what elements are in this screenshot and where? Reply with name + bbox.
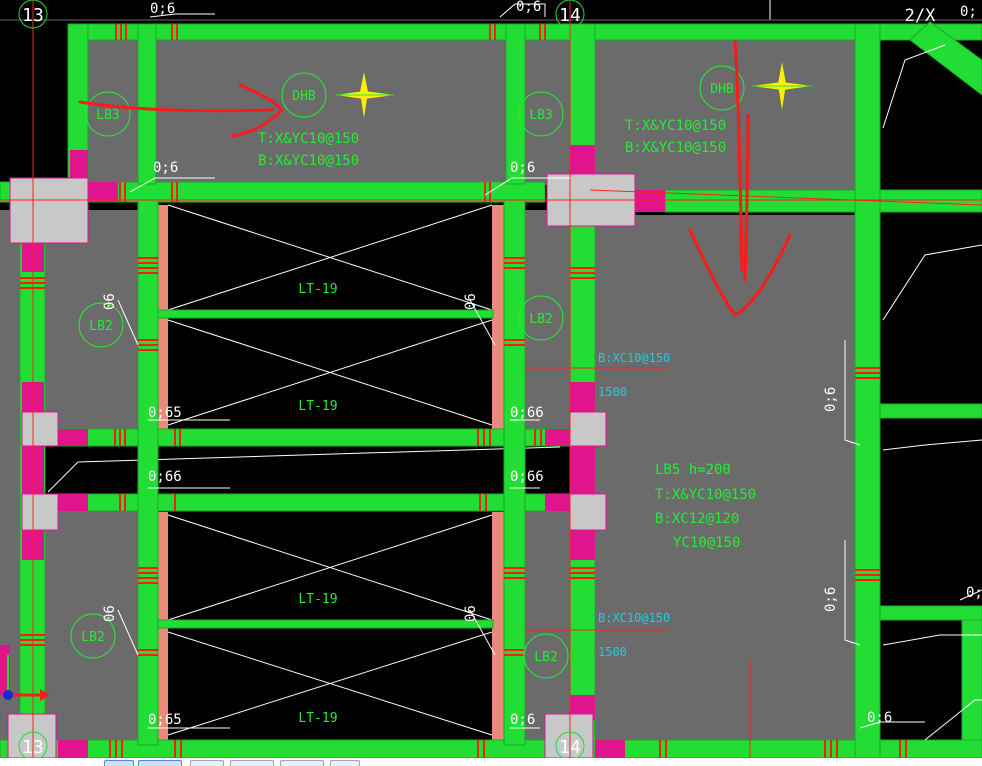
compass-marker-left <box>336 72 394 118</box>
layout-tab-6[interactable] <box>330 760 360 766</box>
layout-tab-2[interactable] <box>138 760 182 766</box>
axis-label-2x: 2/X <box>905 6 936 26</box>
slab-tag-dhb-right: DHB <box>710 82 734 97</box>
axis-bubble-13-bottom: 13 <box>18 731 48 761</box>
dim-edge-right: 0; <box>966 585 982 601</box>
axis-label-14: 14 <box>559 5 581 26</box>
rebar-note-upper-len: 1500 <box>598 385 627 399</box>
dim-06-lower-right: 0;6 <box>510 712 535 728</box>
magenta-segments <box>0 145 665 758</box>
axis-bubble-2x: 2/X <box>905 6 936 26</box>
layout-tab-5[interactable] <box>280 760 324 766</box>
dim-right-bottom: 0;6 <box>867 710 892 726</box>
slab-note-top-right-b: B:X&YC10@150 <box>625 140 726 156</box>
dim-vertical-right-upper: 0;6 <box>823 387 839 412</box>
dim-vertical-upper-mid: 06 <box>463 293 479 310</box>
axis-bubble-13-top: 13 <box>18 0 48 29</box>
slab-tag-dhb-left: DHB <box>292 89 316 104</box>
dim-vertical-upper-left: 06 <box>102 293 118 310</box>
slab-tags <box>70 65 745 679</box>
dim-vertical-lower-mid: 06 <box>463 605 479 622</box>
lb5-line-4: YC10@150 <box>673 535 740 551</box>
stair-label-3: LT-19 <box>298 592 337 607</box>
dim-065-upper-left: 0;65 <box>148 405 182 421</box>
axis-label-13: 13 <box>22 5 44 26</box>
dim-beam-mid: 0;6 <box>510 160 535 176</box>
layout-tab-3[interactable] <box>190 760 224 766</box>
dimension-leaders <box>0 0 982 741</box>
stair-label-2: LT-19 <box>298 399 337 414</box>
slab-tag-lb3-left: LB3 <box>96 108 119 123</box>
slab-note-top-left-b: B:X&YC10@150 <box>258 153 359 169</box>
ucs-axis-icon <box>3 655 50 701</box>
rebar-marks <box>20 24 907 758</box>
dim-beam-left: 0;6 <box>153 160 178 176</box>
dim-top-left: 0;6 <box>150 1 175 17</box>
layout-tab-4[interactable] <box>230 760 274 766</box>
axis-bubble-14-bottom: 14 <box>555 731 585 761</box>
dim-top-mid: 0;6 <box>516 0 541 15</box>
hand-drawn-annotations <box>78 40 792 317</box>
layout-tab-bar <box>0 758 982 766</box>
rebar-note-lower-len: 1500 <box>598 645 627 659</box>
dim-065-lower-left: 0;65 <box>148 712 182 728</box>
slab-tag-lb2-upper-right: LB2 <box>529 312 552 327</box>
slab-note-top-right-t: T:X&YC10@150 <box>625 118 726 134</box>
slab-tag-lb2-lower-right: LB2 <box>534 650 557 665</box>
rebar-note-lower: B:XC10@150 <box>598 611 670 625</box>
axis-bubble-14-top: 14 <box>555 0 585 29</box>
dim-066-upper-right: 0;66 <box>510 405 544 421</box>
dim-top-right: 0; <box>960 4 977 20</box>
lb5-line-1: LB5 h=200 <box>655 462 731 478</box>
dim-066-mid-right: 0;66 <box>510 469 544 485</box>
axis-label-14-bottom: 14 <box>559 737 581 758</box>
dim-vertical-right-lower: 0;6 <box>823 587 839 612</box>
slab-tag-lb2-upper-left: LB2 <box>89 319 112 334</box>
compass-marker-right <box>752 62 812 110</box>
slab-tag-lb3-right: LB3 <box>529 108 552 123</box>
lb5-line-3: B:XC12@120 <box>655 511 739 527</box>
slab-tag-lb2-lower-left: LB2 <box>81 630 104 645</box>
rebar-note-upper: B:XC10@150 <box>598 351 670 365</box>
stair-label-1: LT-19 <box>298 282 337 297</box>
layout-tab-1[interactable] <box>104 760 134 766</box>
dim-066-mid-left: 0;66 <box>148 469 182 485</box>
lb5-line-2: T:X&YC10@150 <box>655 487 756 503</box>
slab-note-top-left-t: T:X&YC10@150 <box>258 131 359 147</box>
axis-label-13-bottom: 13 <box>22 737 44 758</box>
stair-label-4: LT-19 <box>298 711 337 726</box>
dim-vertical-lower-left: 06 <box>102 605 118 622</box>
